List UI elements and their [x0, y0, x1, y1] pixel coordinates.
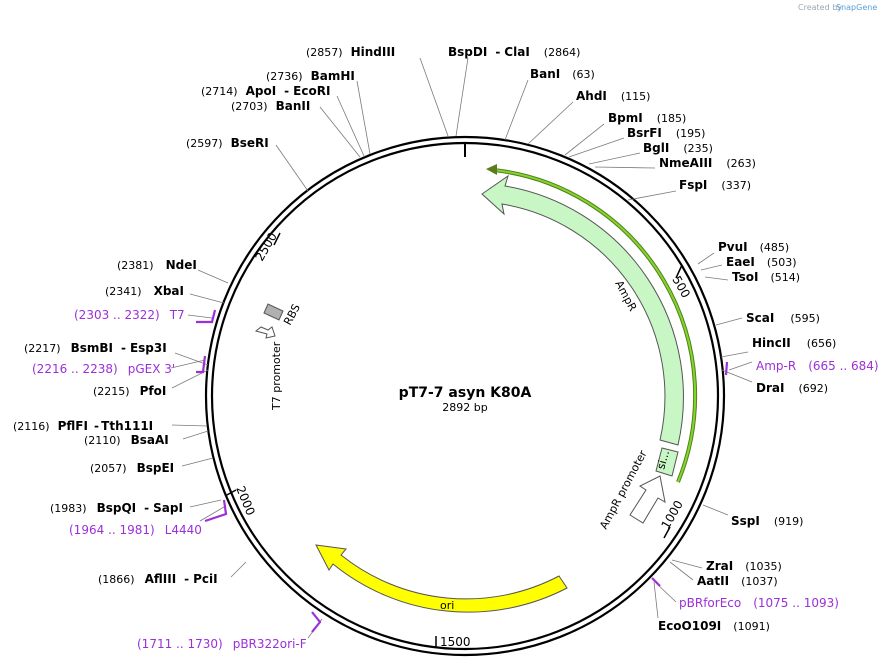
site-bsmbi-esp3i[interactable]: (2217)BsmBI-Esp3I: [24, 341, 167, 355]
site-pflfi-tth111i[interactable]: (2116)PflFI-Tth111I: [13, 419, 153, 433]
site-hindiii[interactable]: (2857)HindIII: [306, 45, 395, 59]
backbone-outer: [204, 135, 726, 657]
primer-t7[interactable]: (2303 .. 2322)T7: [74, 308, 185, 322]
tick-2500: 2500: [252, 230, 279, 263]
ori-label: ori: [440, 599, 454, 612]
site-bspdi-clai[interactable]: BspDI-ClaI(2864): [448, 45, 580, 59]
rbs-feature[interactable]: [263, 303, 284, 321]
plasmid-length: 2892 bp: [442, 401, 487, 414]
primer-pgex3[interactable]: (2216 .. 2238)pGEX 3': [32, 362, 175, 376]
signal-sequence-label: si...: [654, 449, 672, 471]
ampr-feature[interactable]: [481, 174, 684, 446]
site-drai[interactable]: DraI(692): [756, 381, 828, 395]
site-bsaai[interactable]: (2110)BsaAI: [84, 433, 169, 447]
site-bspqi-sapi[interactable]: (1983)BspQI-SapI: [50, 501, 183, 515]
site-bpmi[interactable]: BpmI(185): [608, 111, 686, 125]
site-nmeaiii[interactable]: NmeAIII(263): [659, 156, 756, 170]
primer-amp-r[interactable]: Amp-R(665 .. 684): [756, 359, 879, 373]
site-banii[interactable]: (2703)BanII: [231, 99, 310, 113]
site-leaders: [170, 57, 753, 639]
tick-2000: 2000: [233, 484, 257, 518]
site-pfoi[interactable]: (2215)PfoI: [93, 384, 166, 398]
primer-l4440[interactable]: (1964 .. 1981)L4440: [69, 523, 202, 537]
t7-promoter-label: T7 promoter: [270, 341, 283, 411]
primer-pbrforeco[interactable]: pBRforEco(1075 .. 1093): [679, 596, 839, 610]
backbone-inner: [210, 141, 720, 651]
signal-sequence-feature[interactable]: [655, 447, 679, 477]
tick-2500-mark: [273, 232, 281, 246]
t7-promoter-feature[interactable]: [254, 326, 276, 339]
site-bseri[interactable]: (2597)BseRI: [186, 136, 269, 150]
site-zrai[interactable]: ZraI(1035): [706, 559, 782, 573]
site-bgli[interactable]: BglI(235): [643, 141, 713, 155]
rbs-label: RBS: [281, 302, 303, 328]
site-bamhi[interactable]: (2736)BamHI: [266, 69, 355, 83]
snapgene-logo: SnapGene: [836, 3, 877, 12]
ampr-cds-arrowhead: [486, 164, 497, 175]
site-pvui[interactable]: PvuI(485): [718, 240, 789, 254]
site-tsoi[interactable]: TsoI(514): [732, 270, 800, 284]
primer-markers: [196, 309, 729, 633]
plasmid-name: pT7-7 asyn K80A: [399, 385, 532, 401]
site-bani[interactable]: BanI(63): [530, 67, 595, 81]
ampr-promoter-feature[interactable]: [629, 475, 666, 524]
credit-text: Created by: [798, 3, 842, 12]
site-eaei[interactable]: EaeI(503): [726, 255, 797, 269]
site-fspi[interactable]: FspI(337): [679, 178, 751, 192]
primer-pbr322ori-f[interactable]: (1711 .. 1730)pBR322ori-F: [137, 637, 307, 651]
site-ahdi[interactable]: AhdI(115): [576, 89, 650, 103]
site-apoi-ecori[interactable]: (2714)ApoI-EcoRI: [201, 84, 330, 98]
site-bspei[interactable]: (2057)BspEI: [90, 461, 174, 475]
site-ndei[interactable]: (2381)NdeI: [117, 258, 197, 272]
ori-feature[interactable]: [315, 544, 568, 613]
site-bsrfi[interactable]: BsrFI(195): [627, 126, 705, 140]
tick-1500: 1500: [440, 635, 471, 649]
site-scai[interactable]: ScaI(595): [746, 311, 820, 325]
site-sspi[interactable]: SspI(919): [731, 514, 803, 528]
site-aatii[interactable]: AatII(1037): [697, 574, 778, 588]
site-hincii[interactable]: HincII(656): [752, 336, 836, 350]
site-xbai[interactable]: (2341)XbaI: [105, 284, 184, 298]
tick-2000-mark: [224, 489, 237, 497]
ampr-cds-track-highlight: [493, 169, 697, 483]
tick-1000-mark: [663, 526, 671, 539]
site-ecoo109i[interactable]: EcoO109I(1091): [658, 619, 770, 633]
site-afliii-pcii[interactable]: (1866)AflIII-PciI: [98, 572, 218, 586]
tick-500-mark: [675, 264, 683, 279]
